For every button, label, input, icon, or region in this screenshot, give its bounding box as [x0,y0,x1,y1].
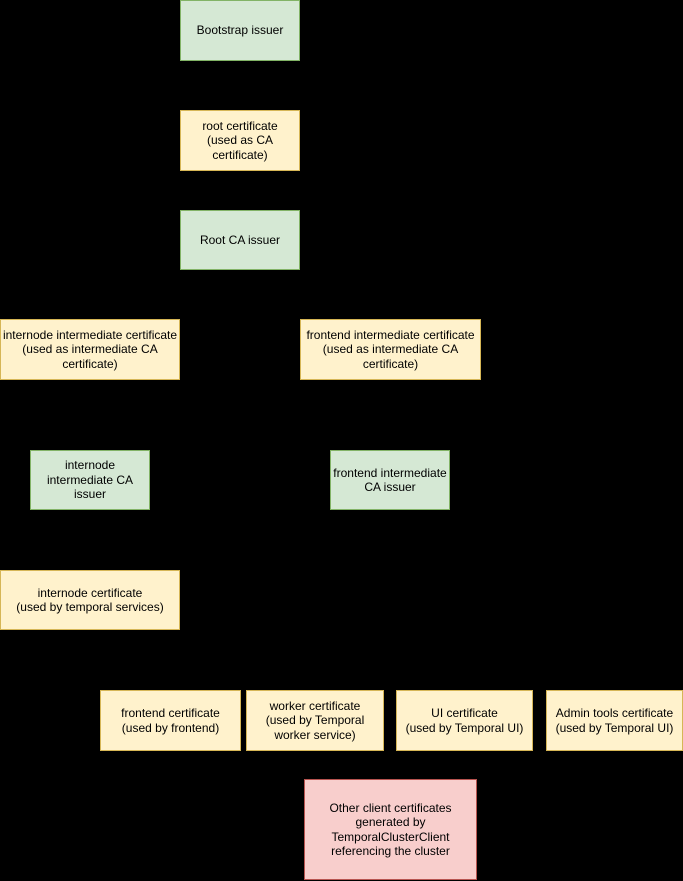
node-other-client-certificates: Other client certificates generated by T… [304,779,477,880]
node-label: worker certificate (used by Temporal wor… [265,698,365,742]
node-label: UI certificate (used by Temporal UI) [405,706,524,735]
node-worker-certificate: worker certificate (used by Temporal wor… [246,690,384,751]
node-label: frontend intermediate certificate (used … [306,327,475,371]
node-label: Other client certificates generated by T… [329,800,452,858]
connector-rootca-to-internode-int-cert [86,270,241,316]
connector-rootca-to-frontend-int-cert [239,270,394,316]
node-frontend-intermediate-ca-issuer: frontend intermediate CA issuer [330,450,450,510]
node-label: Bootstrap issuer [196,23,284,38]
node-admin-tools-certificate: Admin tools certificate (used by Tempora… [546,690,683,751]
connector-frontend-issuer-to-worker-cert [310,510,391,687]
node-label: Admin tools certificate (used by Tempora… [555,706,674,735]
node-root-certificate: root certificate (used as CA certificate… [180,110,300,171]
node-internode-certificate: internode certificate (used by temporal … [0,570,180,630]
node-root-ca-issuer: Root CA issuer [180,210,300,270]
node-label: internode intermediate certificate (used… [2,327,178,371]
node-label: frontend intermediate CA issuer [333,465,447,494]
node-frontend-certificate: frontend certificate (used by frontend) [100,690,241,751]
connector-frontend-issuer-to-admin-cert [389,510,618,687]
node-label: frontend certificate (used by frontend) [121,706,220,735]
node-label: internode certificate (used by temporal … [16,585,164,614]
node-ui-certificate: UI certificate (used by Temporal UI) [396,690,533,751]
node-frontend-intermediate-certificate: frontend intermediate certificate (used … [300,319,481,380]
connector-frontend-issuer-to-ui-cert [389,510,468,687]
node-internode-intermediate-certificate: internode intermediate certificate (used… [0,319,180,380]
node-label: root certificate (used as CA certificate… [202,118,278,162]
node-internode-intermediate-ca-issuer: internode intermediate CA issuer [30,450,150,510]
node-bootstrap-issuer: Bootstrap issuer [180,0,300,61]
node-label: internode intermediate CA issuer [46,458,134,502]
node-label: Root CA issuer [199,232,281,247]
connector-frontend-issuer-to-frontend-cert [166,510,391,687]
